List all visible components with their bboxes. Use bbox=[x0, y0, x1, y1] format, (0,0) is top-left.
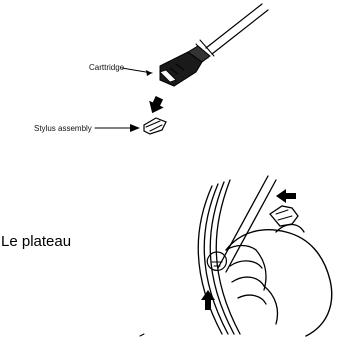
cartridge-label-group: Carttridge bbox=[89, 63, 152, 76]
removed-stylus bbox=[270, 206, 298, 226]
tonearm bbox=[196, 4, 268, 58]
cartridge-label: Carttridge bbox=[89, 63, 125, 72]
cartridge-body bbox=[160, 46, 210, 86]
stylus-label-group: Stylus assembly bbox=[34, 124, 140, 133]
down-arrow-icon bbox=[145, 94, 167, 116]
hand-drawing bbox=[207, 225, 331, 337]
stylus-assembly-label: Stylus assembly bbox=[34, 124, 92, 133]
platter-label: Le plateau bbox=[1, 233, 71, 250]
up-arrow-icon bbox=[201, 290, 215, 310]
left-arrow-icon bbox=[276, 189, 296, 203]
stylus-assembly bbox=[144, 118, 166, 134]
corner-mark bbox=[140, 334, 144, 336]
